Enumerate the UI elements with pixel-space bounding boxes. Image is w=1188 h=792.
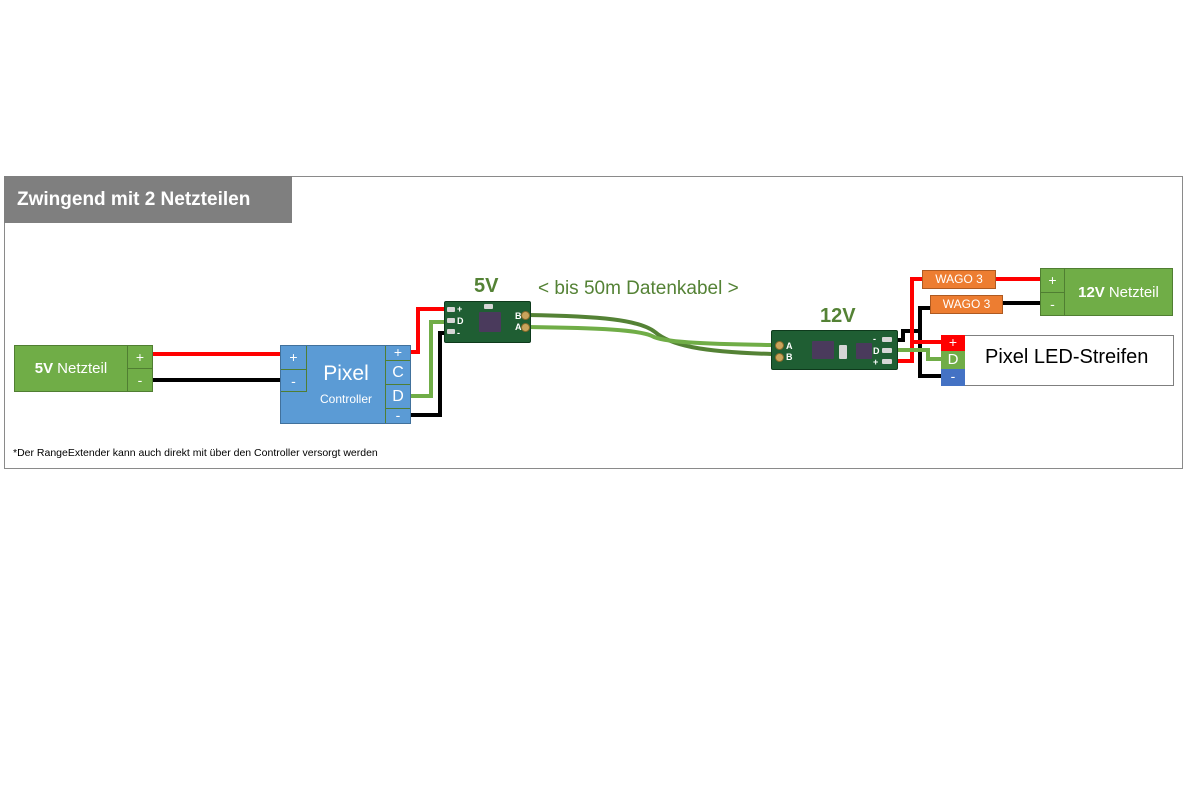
extender-5v-voltage: 5V xyxy=(474,275,499,297)
range-extender-12v: A B - D + xyxy=(771,330,898,370)
strip-terminal-minus: - xyxy=(941,369,965,386)
psu-12v-terminal-minus: - xyxy=(1041,292,1065,315)
psu-5v-terminal-minus: - xyxy=(127,368,152,391)
wire-12v-minus-strip xyxy=(918,331,941,378)
controller-in-plus: + xyxy=(281,346,307,369)
pin-a: A xyxy=(786,341,793,351)
wire-ctrl-data xyxy=(410,320,445,398)
psu-5v-terminal-plus: + xyxy=(127,346,152,368)
smd-pad xyxy=(447,318,455,323)
wago-connector-minus: WAGO 3 xyxy=(930,295,1003,314)
pin-plus: + xyxy=(873,357,879,367)
smd-resistor xyxy=(484,304,493,309)
strip-terminal-data: D xyxy=(941,351,965,369)
smd-pad xyxy=(882,337,892,342)
range-extender-5v: + D - B A xyxy=(444,301,531,343)
wago-connector-plus: WAGO 3 xyxy=(922,270,996,289)
controller-subtitle: Controller xyxy=(319,392,373,406)
wire-ctrl-minus xyxy=(410,331,447,417)
pin-b: B xyxy=(515,311,522,321)
diagram-frame xyxy=(4,176,1183,469)
solder-pad-a xyxy=(521,323,530,332)
pin-data: D xyxy=(873,346,880,356)
solder-pad-b xyxy=(521,311,530,320)
smd-connector xyxy=(839,345,847,359)
ic-chip xyxy=(856,343,872,359)
solder-pad-a xyxy=(775,341,784,350)
pixel-controller: + - Pixel Controller + C D - xyxy=(280,345,411,424)
controller-in-minus: - xyxy=(281,369,307,392)
pin-b: B xyxy=(786,352,793,362)
pixel-led-strip xyxy=(941,335,1174,386)
pin-a: A xyxy=(515,322,522,332)
strip-terminal-plus: + xyxy=(941,335,965,351)
cable-a xyxy=(527,325,773,347)
ic-chip xyxy=(479,312,501,332)
controller-out-minus: - xyxy=(385,408,410,423)
smd-pad xyxy=(447,307,455,312)
led-strip-label: Pixel LED-Streifen xyxy=(985,346,1149,368)
cable-b xyxy=(527,313,773,356)
pin-minus: - xyxy=(457,328,460,338)
smd-pad xyxy=(882,348,892,353)
controller-out-plus: + xyxy=(385,345,410,360)
solder-pad-b xyxy=(775,353,784,362)
smd-pad xyxy=(447,329,455,334)
cable-length-label: < bis 50m Datenkabel > xyxy=(538,278,739,299)
pin-minus: - xyxy=(873,334,876,344)
wire-12v-plus-ext xyxy=(895,277,922,363)
controller-title: Pixel xyxy=(323,362,369,385)
smd-pad xyxy=(882,359,892,364)
diagram-title: Zwingend mit 2 Netzteilen xyxy=(4,176,292,223)
controller-out-data: D xyxy=(385,384,410,408)
ic-chip xyxy=(812,341,834,359)
wire-ctrl-plus xyxy=(410,307,445,354)
extender-12v-voltage: 12V xyxy=(820,305,856,327)
wire-12v-data xyxy=(895,348,941,361)
pin-data: D xyxy=(457,316,464,326)
controller-out-clock: C xyxy=(385,360,410,384)
footnote: *Der RangeExtender kann auch direkt mit … xyxy=(13,447,378,459)
pin-plus: + xyxy=(457,304,463,314)
psu-12v-terminal-plus: + xyxy=(1041,269,1065,292)
